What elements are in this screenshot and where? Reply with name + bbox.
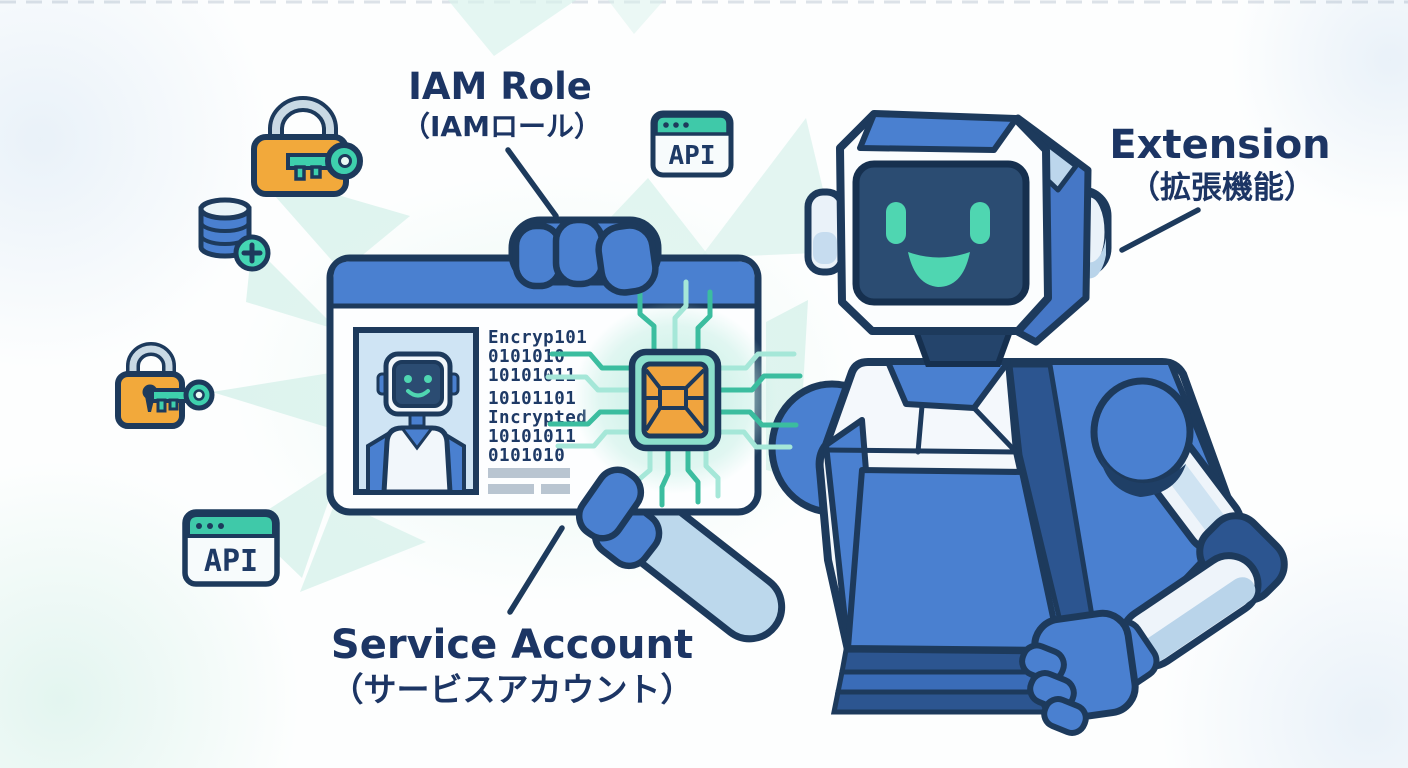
robot-left-eye	[886, 202, 906, 244]
trace	[659, 445, 671, 508]
robot-smile	[908, 252, 970, 287]
avatar-eye	[424, 375, 432, 383]
trace	[695, 289, 713, 355]
callouts: IAM Role （IAMロール） Extension （拡張機能） Servi…	[331, 65, 1331, 709]
placeholder-bar	[541, 484, 570, 494]
placeholder-bar	[488, 468, 570, 478]
card-photo	[353, 327, 479, 495]
trace	[715, 373, 803, 393]
trace	[715, 429, 793, 450]
iam-role-leader-line	[505, 147, 559, 219]
robot-right-arm	[1019, 377, 1288, 736]
service-account-title: Service Account	[331, 622, 693, 668]
iam-role-title: IAM Role	[408, 65, 592, 108]
lock-shackle-inner	[272, 100, 334, 142]
window-dot	[673, 122, 679, 128]
iam-role-subtitle: （IAMロール）	[402, 110, 602, 143]
key-tooth	[310, 165, 322, 179]
finger	[1041, 696, 1089, 736]
trace	[545, 374, 635, 393]
window-dot	[207, 523, 213, 529]
service-account-label: Service Account （サービスアカウント）	[331, 622, 694, 709]
extension-subtitle: （拡張機能）	[1129, 170, 1315, 206]
avatar-screen	[392, 360, 444, 408]
window-dot	[218, 523, 224, 529]
chip-contact-lines	[644, 368, 706, 432]
circuit-traces	[545, 279, 803, 508]
key-hole	[338, 154, 352, 168]
placeholder-bar	[488, 484, 534, 494]
trace	[547, 409, 635, 427]
code-line: 10101101	[488, 389, 576, 409]
lock-key-icon-left	[115, 342, 215, 429]
robot-neck	[911, 328, 1015, 367]
iam-role-label: IAM Role （IAMロール）	[402, 65, 602, 143]
avatar	[366, 351, 466, 492]
database-add-icon	[198, 197, 271, 272]
id-card: Encryp101 0101010 10101011 10101101 Incr…	[326, 254, 803, 516]
robot-right-eye	[970, 202, 990, 244]
key-tooth	[294, 165, 306, 181]
grip-thumb	[595, 222, 659, 296]
trace	[549, 351, 635, 371]
ray	[608, 0, 664, 34]
key-hole	[193, 389, 205, 401]
chip-lines	[644, 368, 706, 432]
window-dot	[663, 122, 669, 128]
extension-label: Extension （拡張機能）	[1109, 122, 1330, 206]
trace	[672, 279, 689, 355]
trace	[637, 285, 657, 355]
avatar-collar	[399, 426, 435, 451]
api-window-icon-left: API	[182, 509, 280, 587]
forearm-shade	[1138, 577, 1256, 665]
api-label: API	[669, 141, 716, 171]
key-tooth	[156, 398, 167, 413]
encrypted-text-block: Encryp101 0101010 10101011 10101101 Incr…	[488, 328, 587, 494]
background-tint	[1230, 0, 1408, 220]
service-account-subtitle: （サービスアカウント）	[331, 670, 694, 709]
lock-shackle-inner	[129, 345, 173, 378]
window-header	[186, 513, 276, 538]
trace	[715, 409, 799, 428]
trace	[703, 445, 721, 499]
robot-head	[804, 110, 1112, 346]
plus-icon	[241, 242, 263, 264]
shoulder-shadow	[1100, 458, 1186, 497]
code-line: Encryp101	[488, 328, 587, 348]
service-account-leader-line	[507, 525, 565, 615]
trace	[715, 351, 797, 371]
extension-leader-line	[1119, 207, 1201, 253]
code-line: 10101011	[488, 427, 576, 447]
torso-lower-panel	[845, 467, 1063, 653]
robot-grip-hand	[508, 216, 662, 296]
lock-key-icon-top	[251, 96, 363, 197]
torso-seams	[823, 403, 1019, 455]
code-line: 0101010	[488, 347, 565, 367]
window-header	[654, 114, 730, 136]
robot-bottom-thumb	[575, 466, 645, 542]
face-screen	[852, 160, 1030, 306]
head-top-face	[857, 111, 1019, 153]
api-window-icon-top: API	[650, 110, 734, 178]
trace	[555, 429, 635, 449]
background-tint	[0, 0, 270, 370]
database-band	[199, 221, 251, 233]
window-dot	[683, 122, 689, 128]
database-top	[198, 197, 252, 221]
api-label: API	[204, 544, 258, 579]
key-tooth	[168, 398, 179, 411]
ray	[448, 0, 576, 56]
avatar-smile	[406, 389, 430, 398]
avatar-eye	[404, 375, 412, 383]
shoulder-ball	[1090, 377, 1194, 487]
robot-left-ear-shade	[813, 232, 837, 264]
smart-chip	[545, 279, 803, 508]
code-line: 0101010	[488, 446, 565, 466]
extension-title: Extension	[1109, 122, 1330, 168]
trace	[685, 445, 701, 505]
grip-finger	[552, 216, 606, 288]
code-line: 10101011	[488, 366, 576, 386]
window-dot	[196, 523, 202, 529]
